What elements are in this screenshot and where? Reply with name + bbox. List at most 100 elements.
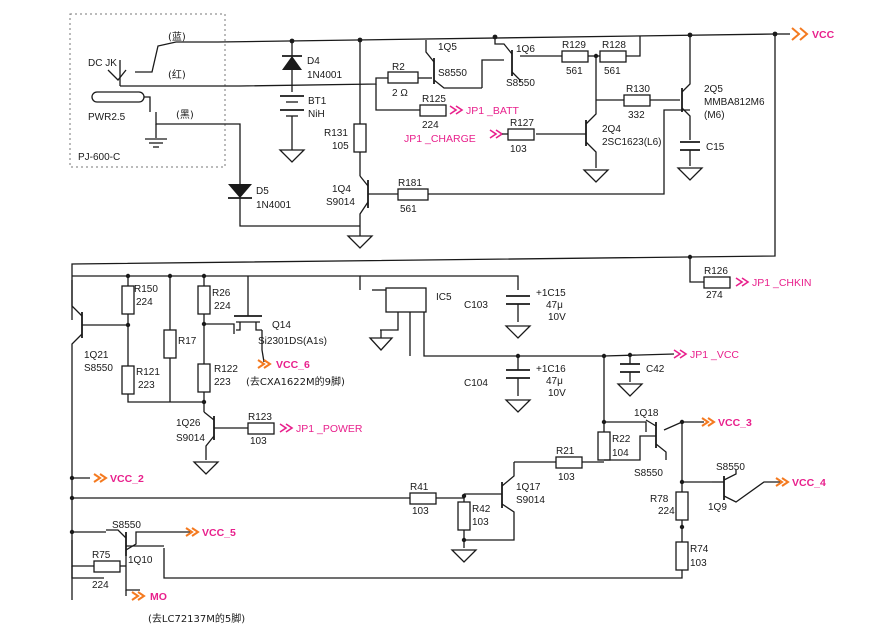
jp1-vcc-label: JP1 _VCC	[690, 349, 739, 361]
resistor-r21	[555, 456, 583, 469]
r2-value: 2 Ω	[392, 88, 408, 99]
jp1-charge-label: JP1 _CHARGE	[404, 133, 476, 145]
vcc6-note: (去CXA1622M的9脚)	[246, 375, 345, 388]
plug-icon	[91, 91, 145, 103]
q2-4-value: 2SC1623(L6)	[602, 137, 661, 148]
transistor-1q9: S8550 1Q9	[708, 462, 780, 513]
r127-value: 103	[510, 144, 527, 155]
q17-ref: 1Q17	[516, 482, 541, 493]
q6-value: S8550	[506, 78, 535, 89]
r126-value: 274	[706, 290, 723, 301]
r128-ref: R128	[602, 40, 626, 51]
q10-ref: 1Q10	[128, 555, 153, 566]
ground-icon	[450, 549, 478, 563]
c1-16-value: 47μ	[546, 376, 563, 387]
q2-5-ref: 2Q5	[704, 84, 723, 95]
q26-ref: 1Q26	[176, 418, 201, 429]
ground-icon	[192, 461, 220, 475]
r122-ref: R122	[214, 364, 238, 375]
capacitor-c104: C104 +1C16 47μ 10V	[464, 356, 566, 399]
r78-value: 224	[658, 506, 675, 517]
wire-red-label: (红)	[168, 68, 186, 81]
c1-15-value: 47μ	[546, 300, 563, 311]
resistor-r123	[247, 422, 275, 435]
r2-ref: R2	[392, 62, 405, 73]
connector-part-label: PJ-600-C	[78, 152, 120, 163]
ic5-regulator: IC5	[372, 287, 604, 357]
r130-ref: R130	[626, 84, 650, 95]
r126-ref: R126	[704, 266, 728, 277]
resistor-r125	[419, 104, 447, 117]
resistor-r17	[163, 329, 177, 359]
r127-ref: R127	[510, 118, 534, 129]
r42-ref: R42	[472, 504, 491, 515]
r26-value: 224	[214, 301, 231, 312]
vcc3-label: VCC_3	[718, 417, 752, 429]
r150-value: 224	[136, 297, 153, 308]
r22-value: 104	[612, 448, 629, 459]
jack-contact-icon	[107, 69, 127, 81]
resistor-r41	[409, 492, 437, 505]
capacitor-c103: C103 +1C15 47μ 10V	[464, 288, 566, 323]
resistor-r74	[675, 541, 689, 571]
r125-value: 224	[422, 120, 439, 131]
resistor-r78	[675, 491, 689, 521]
r17-ref: R17	[178, 336, 197, 347]
r129-value: 561	[566, 66, 583, 77]
transistor-1q17: 1Q17 S9014	[464, 462, 545, 524]
transistor-1q5: 1Q5 S8550	[425, 40, 482, 89]
mo-label: MO	[150, 591, 167, 603]
ground-icon	[504, 399, 532, 413]
q26-value: S9014	[176, 433, 205, 444]
q21-ref: 1Q21	[84, 350, 109, 361]
transistor-2q4: 2Q4 2SC1623(L6)	[536, 110, 661, 168]
resistor-r127	[507, 128, 535, 141]
q2-5-value2: (M6)	[704, 110, 725, 121]
r21-ref: R21	[556, 446, 575, 457]
vcc-net-label: VCC	[812, 29, 835, 41]
resistor-r122	[197, 363, 211, 393]
q18-ref: 1Q18	[634, 408, 659, 419]
c104-ref: C104	[464, 378, 488, 389]
capacitor-c42: C42	[620, 355, 665, 382]
r130-value: 332	[628, 110, 645, 121]
r150-ref: R150	[134, 284, 158, 295]
transistor-1q21: 1Q21 S8550	[71, 280, 128, 600]
q4-ref: 1Q4	[332, 184, 351, 195]
resistor-r22	[597, 431, 611, 461]
transistor-1q4: 1Q4 S9014	[326, 175, 398, 232]
q6-ref: 1Q6	[516, 44, 535, 55]
r26-ref: R26	[212, 288, 231, 299]
dc-jack-connector: DC JK PWR2.5 PJ-600-C (蓝) (红) (黑)	[69, 13, 241, 180]
d5-ref: D5	[256, 186, 269, 197]
q18-value: S8550	[634, 468, 663, 479]
transistor-2q5: 2Q5 MMBA812M6 (M6)	[681, 36, 765, 140]
mosfet-q14: Q14 Si2301DS(A1s)	[204, 276, 327, 363]
q10-value: S8550	[112, 520, 141, 531]
resistor-r181	[397, 188, 429, 201]
dc-jack-label: DC JK	[88, 58, 117, 69]
resistor-r75	[93, 560, 121, 573]
r121-ref: R121	[136, 367, 160, 378]
diode-d4: D4 1N4001	[282, 41, 342, 92]
transistor-1q10: S8550 1Q10	[106, 520, 190, 591]
c103-ref: C103	[464, 300, 488, 311]
ground-icon	[616, 383, 644, 397]
q2-4-ref: 2Q4	[602, 124, 621, 135]
wire-black-label: (黑)	[176, 109, 194, 121]
vcc-arrow-icon	[791, 27, 809, 41]
q14-value: Si2301DS(A1s)	[258, 336, 327, 347]
r41-value: 103	[412, 506, 429, 517]
resistor-r128	[599, 50, 627, 63]
r125-ref: R125	[422, 94, 446, 105]
resistor-r150	[121, 285, 135, 315]
ground-icon	[368, 330, 394, 351]
transistor-1q18: 1Q18 S8550	[604, 408, 704, 479]
c42-ref: C42	[646, 364, 665, 375]
capacitor-c15: C15	[680, 141, 725, 166]
r42-value: 103	[472, 517, 489, 528]
r129-ref: R129	[562, 40, 586, 51]
resistor-r130	[623, 94, 651, 107]
q9-value: S8550	[716, 462, 745, 473]
